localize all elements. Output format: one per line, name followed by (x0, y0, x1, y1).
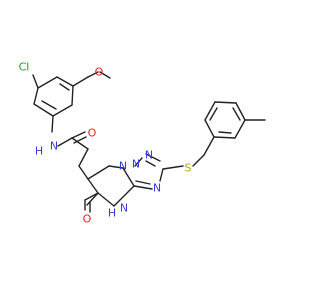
bond (33, 87, 39, 105)
atom-label-n-triazole-2: N (145, 149, 153, 162)
bond (108, 165, 124, 169)
bond (145, 153, 161, 162)
bond (72, 76, 89, 87)
bond (86, 192, 99, 206)
bond (234, 119, 246, 139)
bond (122, 167, 135, 187)
bond (87, 165, 110, 180)
bond (71, 85, 74, 106)
atom-label-n-lactam: N (120, 202, 128, 215)
atom-label-o-methoxy: O (95, 66, 104, 79)
bond (51, 115, 54, 133)
bond (78, 165, 89, 180)
molecule-structure-diagram: Cl O O O N H N N N N N H S (19, 61, 266, 226)
bond (235, 102, 246, 121)
bond (135, 180, 151, 185)
bond (99, 71, 111, 79)
atom-label-o-lactam: O (83, 213, 92, 226)
bond (78, 148, 89, 167)
bond (145, 160, 156, 167)
bond (57, 137, 73, 147)
bond (59, 83, 70, 91)
bond (192, 154, 205, 167)
bond (159, 168, 164, 182)
bond (204, 101, 216, 121)
bond (213, 136, 236, 139)
bond (203, 136, 215, 156)
atom-label-h-amide: H (35, 145, 43, 158)
atom-label-n-triazole-3: N (153, 182, 161, 195)
bond (52, 104, 73, 117)
bond (87, 71, 99, 78)
atom-label-cl: Cl (19, 61, 30, 74)
atom-label-n-triazole-1: N (132, 158, 140, 171)
bond (32, 74, 39, 89)
bond (232, 107, 241, 121)
bond (71, 131, 86, 139)
bond (133, 185, 153, 190)
bond (73, 136, 87, 144)
bond (37, 76, 58, 89)
bond (56, 76, 74, 87)
bond (162, 165, 184, 170)
bond (33, 103, 54, 117)
bond (87, 178, 99, 194)
bond (113, 185, 135, 207)
atom-labels: Cl O O O N H N N N N N H S (19, 61, 192, 226)
atom-label-n-ring: N (119, 160, 127, 173)
bond (71, 137, 89, 150)
bond-lines (32, 71, 266, 213)
bond (218, 131, 232, 134)
bond (204, 119, 215, 138)
bond (214, 101, 237, 104)
bond (209, 107, 218, 121)
atom-label-o-amide: O (88, 127, 97, 140)
bond (84, 192, 99, 201)
atom-label-s: S (185, 162, 192, 175)
atom-label-h-lactam: H (108, 207, 116, 220)
bond (41, 100, 57, 110)
atom-label-n-amide: N (50, 140, 58, 153)
bond (134, 157, 143, 167)
bond (97, 192, 115, 207)
